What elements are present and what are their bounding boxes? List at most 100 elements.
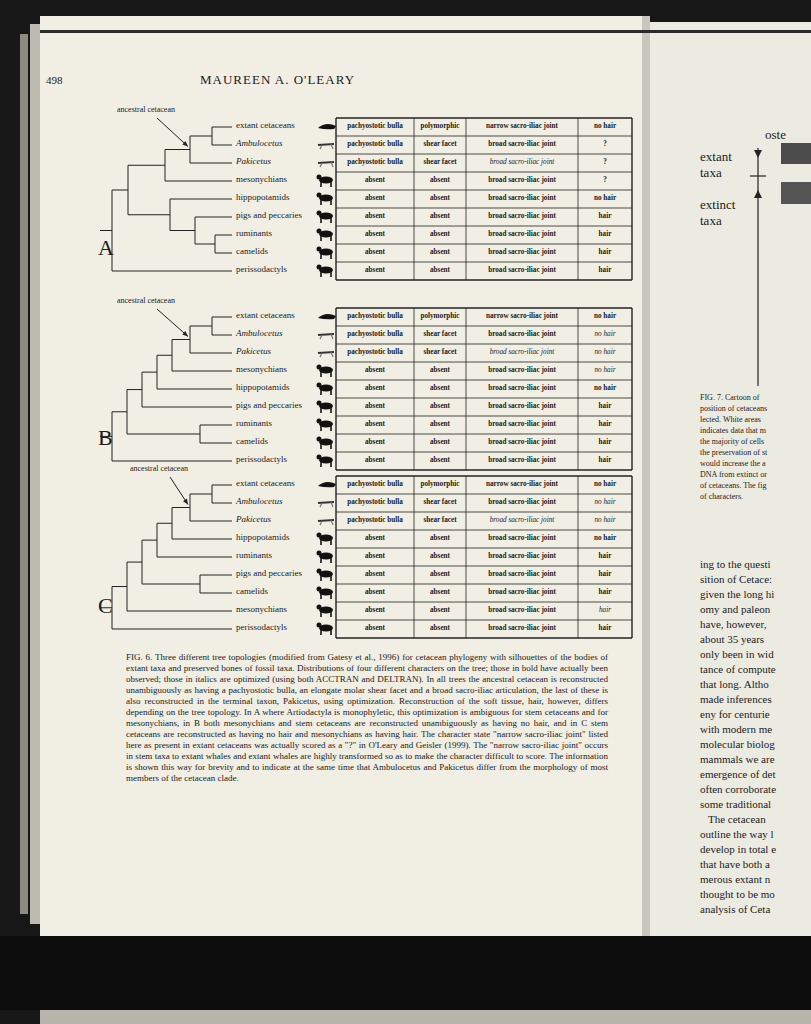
table-cell: absent bbox=[336, 262, 414, 280]
whale-silhouette bbox=[318, 314, 336, 319]
table-cell: absent bbox=[414, 380, 466, 398]
table-cell: broad sacro-iliac joint bbox=[466, 452, 578, 470]
taxon-name: camelids bbox=[236, 247, 268, 257]
tree-branch bbox=[190, 326, 212, 327]
tree-branch bbox=[170, 199, 232, 200]
mammal-silhouette bbox=[317, 365, 334, 378]
taxon-name: perissodactyls bbox=[236, 265, 287, 275]
taxon-name: hippopotamids bbox=[236, 383, 290, 393]
panel-letter: A bbox=[98, 236, 114, 260]
table-cell: absent bbox=[336, 190, 414, 208]
pointer-label: ancestral cetacean bbox=[117, 106, 175, 115]
fossil-bones bbox=[318, 162, 334, 167]
table-rule bbox=[336, 136, 632, 137]
page-gutter bbox=[642, 16, 650, 938]
table-cell: absent bbox=[336, 548, 414, 566]
tree-branch bbox=[165, 181, 232, 182]
body-text-fragment: have, however, bbox=[700, 618, 766, 630]
table-cell: absent bbox=[414, 226, 466, 244]
taxon-name: hippopotamids bbox=[236, 193, 290, 203]
tree-branch bbox=[200, 443, 232, 444]
table-cell: polymorphic bbox=[414, 476, 466, 494]
taxon-name: hippopotamids bbox=[236, 533, 290, 543]
axis-label: taxa bbox=[700, 166, 722, 180]
table-cell: broad sacro-iliac joint bbox=[466, 398, 578, 416]
taxon-name: pigs and peccaries bbox=[236, 211, 302, 221]
caption-fragment: DNA from extinct or bbox=[700, 471, 767, 480]
pointer-line bbox=[170, 477, 188, 505]
table-rule bbox=[336, 469, 632, 470]
page-number: 498 bbox=[46, 74, 63, 86]
table-cell: no hair bbox=[578, 326, 632, 344]
taxon-name: extant cetaceans bbox=[236, 311, 295, 321]
body-text-fragment: thought to be mo bbox=[700, 888, 775, 900]
table-rule bbox=[414, 476, 415, 638]
data-block bbox=[781, 143, 811, 164]
table-cell: no hair bbox=[578, 512, 632, 530]
body-text-fragment: The cetacean bbox=[708, 813, 766, 825]
taxon-name: Ambulocetus bbox=[236, 497, 283, 507]
table-cell: broad sacro-iliac joint bbox=[466, 344, 578, 362]
table-cell: broad sacro-iliac joint bbox=[466, 434, 578, 452]
tree-branch bbox=[212, 127, 232, 128]
tree-root bbox=[100, 230, 112, 231]
body-text-fragment: eny for centurie bbox=[700, 708, 770, 720]
table-rule bbox=[466, 476, 467, 638]
tree-branch bbox=[195, 217, 232, 218]
table-cell: hair bbox=[578, 452, 632, 470]
table-rule bbox=[335, 308, 336, 470]
table-cell: narrow sacro-iliac joint bbox=[466, 476, 578, 494]
page-edge bbox=[30, 24, 40, 924]
divider-tick bbox=[750, 175, 766, 176]
tree-branch bbox=[172, 539, 232, 540]
pointer-line bbox=[157, 118, 188, 147]
panel-letter: C bbox=[98, 594, 113, 618]
table-cell: no hair bbox=[578, 380, 632, 398]
tree-branch bbox=[128, 214, 170, 215]
tree-branch bbox=[172, 339, 190, 340]
taxon-name: ruminants bbox=[236, 419, 272, 429]
table-cell: hair bbox=[578, 208, 632, 226]
table-cell: pachyostotic bulla bbox=[336, 476, 414, 494]
caption-fragment: would increase the a bbox=[700, 460, 766, 469]
table-cell: absent bbox=[414, 602, 466, 620]
table-cell: absent bbox=[336, 530, 414, 548]
table-cell: absent bbox=[336, 380, 414, 398]
pointer-line bbox=[157, 309, 188, 337]
whale-silhouette bbox=[318, 124, 336, 129]
tree-branch bbox=[215, 235, 232, 236]
table-rule bbox=[631, 308, 632, 470]
tree-branch bbox=[127, 562, 142, 563]
tree-branch bbox=[112, 461, 232, 462]
table-cell: broad sacro-iliac joint bbox=[466, 512, 578, 530]
mammal-silhouette bbox=[317, 401, 334, 414]
taxon-name: Pakicetus bbox=[236, 347, 271, 357]
table-cell: shear facet bbox=[414, 512, 466, 530]
fossil-bones bbox=[318, 352, 334, 357]
table-rule bbox=[578, 476, 579, 638]
pointer-label: ancestral cetacean bbox=[117, 297, 175, 306]
tree-branch bbox=[112, 190, 128, 191]
table-cell: hair bbox=[578, 434, 632, 452]
caption-fragment: of cetaceans. The fig bbox=[700, 482, 766, 491]
tree-branch bbox=[172, 507, 190, 508]
body-text-fragment: develop in total e bbox=[700, 843, 776, 855]
table-cell: absent bbox=[414, 548, 466, 566]
table-rule bbox=[336, 602, 632, 603]
table-cell: absent bbox=[414, 416, 466, 434]
tree-branch bbox=[200, 425, 232, 426]
taxon-name: camelids bbox=[236, 587, 268, 597]
table-cell: hair bbox=[578, 244, 632, 262]
table-cell: broad sacro-iliac joint bbox=[466, 190, 578, 208]
arrow-head bbox=[754, 150, 762, 158]
fossil-bones bbox=[318, 502, 334, 507]
table-cell: broad sacro-iliac joint bbox=[466, 262, 578, 280]
table-cell: no hair bbox=[578, 190, 632, 208]
tree-branch bbox=[127, 389, 142, 390]
table-cell: broad sacro-iliac joint bbox=[466, 620, 578, 638]
table-cell: hair bbox=[578, 566, 632, 584]
mammal-silhouette bbox=[317, 229, 334, 242]
body-text-fragment: molecular biolog bbox=[700, 738, 775, 750]
table-cell: pachyostotic bulla bbox=[336, 494, 414, 512]
